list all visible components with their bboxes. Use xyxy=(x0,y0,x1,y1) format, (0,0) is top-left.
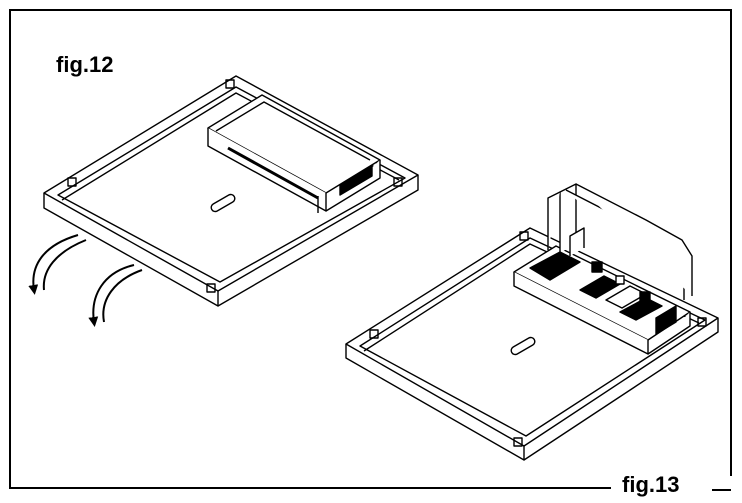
figure-label-bottom: fig.13 xyxy=(618,472,684,498)
figure-label-top: fig.12 xyxy=(52,52,118,78)
rotation-arrow-right xyxy=(88,264,143,327)
tray-fig12 xyxy=(43,75,419,307)
outer-frame xyxy=(9,9,732,491)
cartridge-fig12 xyxy=(207,94,381,213)
rotation-arrow-left xyxy=(28,234,87,295)
mechanism-fig13 xyxy=(513,183,693,355)
